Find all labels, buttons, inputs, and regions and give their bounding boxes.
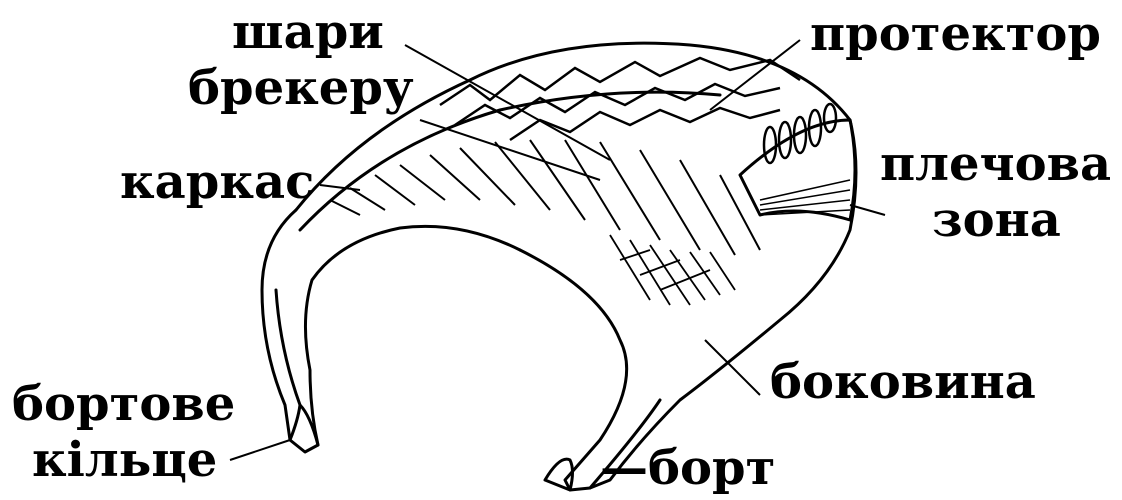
carcass-ply-9 <box>565 140 620 230</box>
leader-sidewall <box>705 340 760 395</box>
breaker-hatch-5 <box>690 252 720 295</box>
breaker-hatch-7 <box>620 250 650 260</box>
leader-carcass <box>320 185 360 190</box>
label-shoulder-zone-line2: зона <box>932 196 1061 244</box>
carcass-ply-2 <box>350 188 385 210</box>
leader-shoulder <box>850 205 885 215</box>
carcass-ply-1 <box>330 200 360 215</box>
label-bead-ring-line1: бортове <box>12 380 235 428</box>
right-sidewall-outer <box>590 120 856 488</box>
label-tread: протектор <box>810 10 1101 58</box>
label-breaker-layers-line1: шари <box>232 8 384 56</box>
label-sidewall: боковина <box>770 358 1036 406</box>
shoulder-rib-1 <box>764 127 776 163</box>
shoulder-hatch-3 <box>760 200 850 210</box>
carcass-ply-12 <box>680 160 735 255</box>
left-sidewall-outer <box>262 210 520 452</box>
label-shoulder-zone-line1: плечова <box>880 140 1111 188</box>
breaker-hatch-2 <box>630 240 670 305</box>
carcass-ply-8 <box>530 140 585 220</box>
label-bead-ring-line2: кільце <box>32 436 217 484</box>
breaker-hatch-6 <box>710 252 735 290</box>
carcass-ply-4 <box>400 165 445 200</box>
breaker-hatch-9 <box>660 270 710 290</box>
carcass-ply-3 <box>375 175 415 205</box>
carcass-ply-7 <box>495 142 550 210</box>
label-breaker-layers-line2: брекеру <box>188 64 414 112</box>
label-bead: —борт <box>600 444 775 492</box>
tread-zigzag-3 <box>510 108 780 140</box>
leader-bead-ring <box>230 440 290 460</box>
carcass-ply-11 <box>640 150 700 250</box>
breaker-hatch-1 <box>610 235 650 300</box>
shoulder-rib-5 <box>824 104 836 132</box>
breaker-hatch-3 <box>650 245 690 305</box>
label-carcass: каркас <box>120 158 314 206</box>
shoulder-block <box>740 120 855 220</box>
carcass-ply-10 <box>600 142 660 240</box>
